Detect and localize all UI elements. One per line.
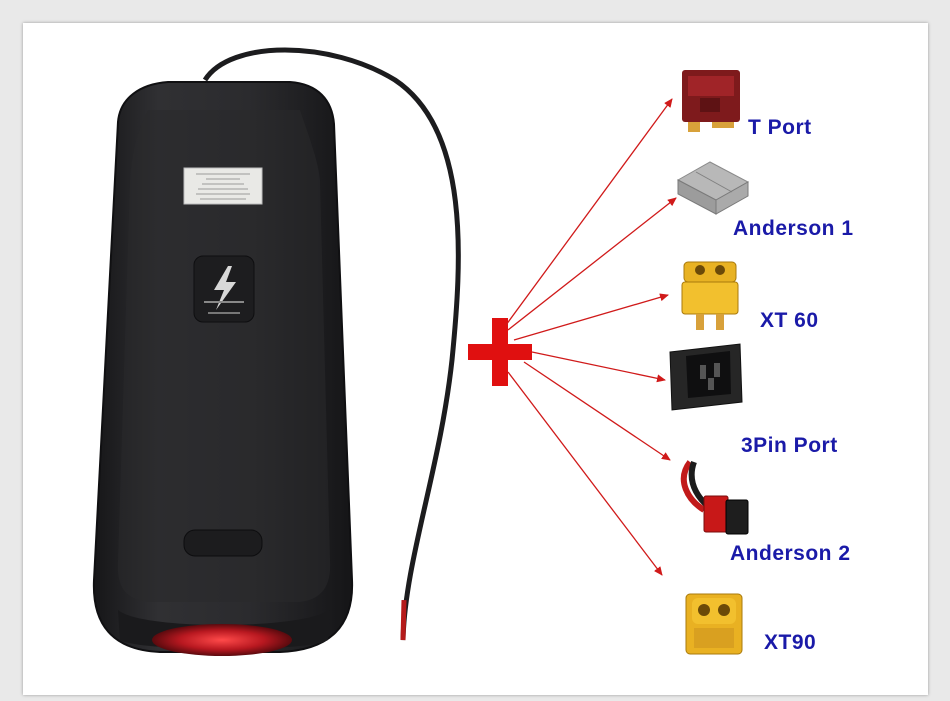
tail-light [152, 624, 292, 656]
arrow-t-port [505, 98, 673, 326]
plus-icon [468, 318, 532, 386]
anderson-red-black-icon [680, 460, 749, 535]
arrow-anderson-1 [507, 197, 677, 331]
xt90-icon [685, 593, 743, 655]
connector-arrows [505, 98, 677, 576]
label-anderson-2: Anderson 2 [730, 542, 851, 565]
t-plug-icon [682, 70, 740, 132]
arrow-xt90 [507, 371, 663, 576]
label-anderson-1: Anderson 1 [733, 217, 854, 240]
battery-cable [202, 47, 461, 641]
arrow-3pin [531, 351, 666, 383]
cable-red-tip [400, 599, 407, 641]
iec-socket-icon [669, 343, 743, 411]
xt60-icon [681, 261, 739, 330]
label-3pin: 3Pin Port [741, 434, 838, 457]
anderson-gray-icon [676, 161, 750, 215]
label-xt90: XT90 [764, 631, 817, 654]
battery-pack [92, 81, 354, 656]
arrow-xt60 [513, 293, 669, 341]
arrow-anderson-2 [523, 361, 671, 461]
handle-slot [183, 529, 263, 557]
label-t-port: T Port [748, 116, 812, 139]
label-xt60: XT 60 [760, 309, 819, 332]
